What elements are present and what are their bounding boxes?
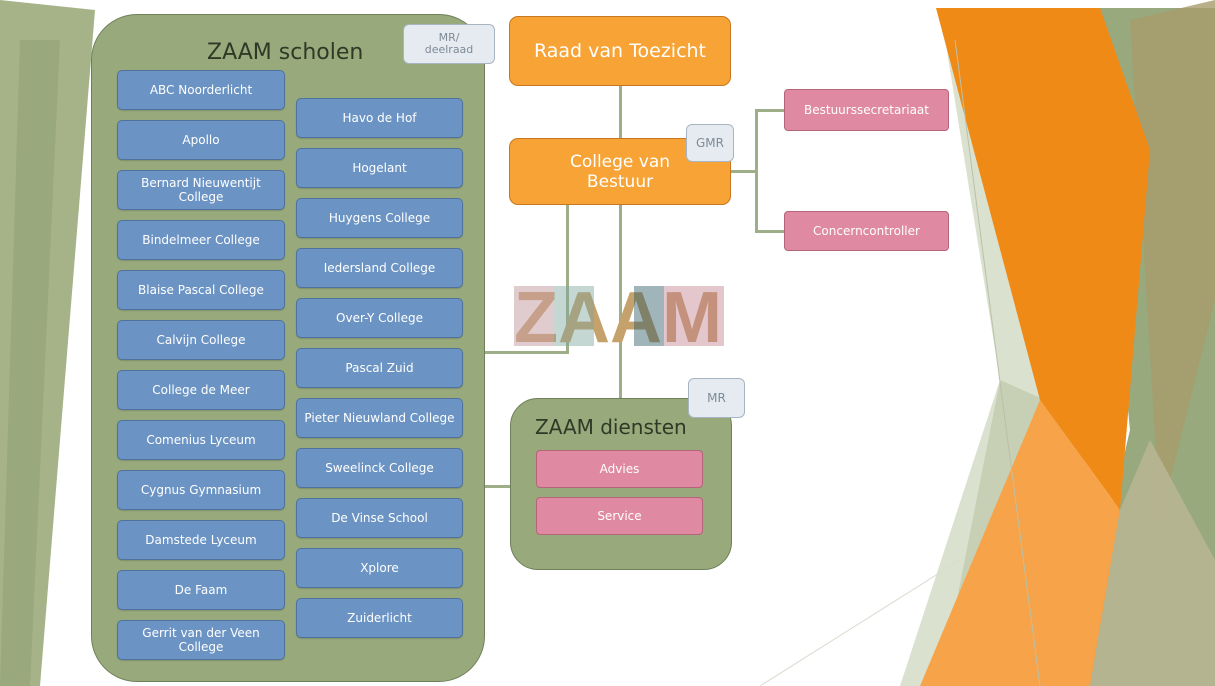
gmr-box: GMR	[686, 124, 734, 162]
school-box: Bindelmeer College	[117, 220, 285, 260]
school-box: Over-Y College	[296, 298, 463, 338]
school-box: Pieter Nieuwland College	[296, 398, 463, 438]
school-box: Havo de Hof	[296, 98, 463, 138]
school-box: Zuiderlicht	[296, 598, 463, 638]
connector-cvb-scholen-horizontal	[462, 351, 569, 354]
connector-cvb-diensten	[619, 204, 622, 400]
school-box: Hogelant	[296, 148, 463, 188]
school-box: Gerrit van der Veen College	[117, 620, 285, 660]
school-box: De Vinse School	[296, 498, 463, 538]
connector-cvb-scholen-vertical	[566, 204, 569, 353]
school-box: Huygens College	[296, 198, 463, 238]
bestuurssecretariaat-box: Bestuurssecretariaat	[784, 89, 949, 131]
connector-rvt-cvb	[619, 86, 622, 140]
logo-stripe-1	[514, 286, 554, 346]
school-box: Xplore	[296, 548, 463, 588]
diensten-item-service: Service	[536, 497, 703, 535]
connector-diensten-scholen	[484, 485, 511, 488]
school-box: Iedersland College	[296, 248, 463, 288]
connector-staff-vertical	[755, 109, 758, 233]
school-box: Bernard Nieuwentijt College	[117, 170, 285, 210]
concerncontroller-box: Concerncontroller	[784, 211, 949, 251]
diensten-group-title: ZAAM diensten	[535, 415, 687, 439]
zaam-logo: ZAAM	[514, 286, 724, 346]
school-box: Pascal Zuid	[296, 348, 463, 388]
school-box: Calvijn College	[117, 320, 285, 360]
school-box: Comenius Lyceum	[117, 420, 285, 460]
logo-stripe-3	[634, 286, 664, 346]
raad-van-toezicht-box: Raad van Toezicht	[509, 16, 731, 86]
diensten-item-advies: Advies	[536, 450, 703, 488]
school-box: ABC Noorderlicht	[117, 70, 285, 110]
school-box: Cygnus Gymnasium	[117, 470, 285, 510]
logo-stripe-2	[554, 286, 594, 346]
connector-to-concerncontroller	[755, 230, 785, 233]
mr-deelraad-box: MR/ deelraad	[403, 24, 495, 64]
connector-to-bestuurssecretariaat	[755, 109, 785, 112]
school-box: Damstede Lyceum	[117, 520, 285, 560]
scholen-group-title: ZAAM scholen	[207, 40, 364, 65]
school-box: Sweelinck College	[296, 448, 463, 488]
logo-stripe-4	[664, 286, 724, 346]
connector-cvb-staff	[731, 170, 757, 173]
mr-box: MR	[688, 378, 745, 418]
school-box: Apollo	[117, 120, 285, 160]
school-box: De Faam	[117, 570, 285, 610]
school-box: College de Meer	[117, 370, 285, 410]
school-box: Blaise Pascal College	[117, 270, 285, 310]
